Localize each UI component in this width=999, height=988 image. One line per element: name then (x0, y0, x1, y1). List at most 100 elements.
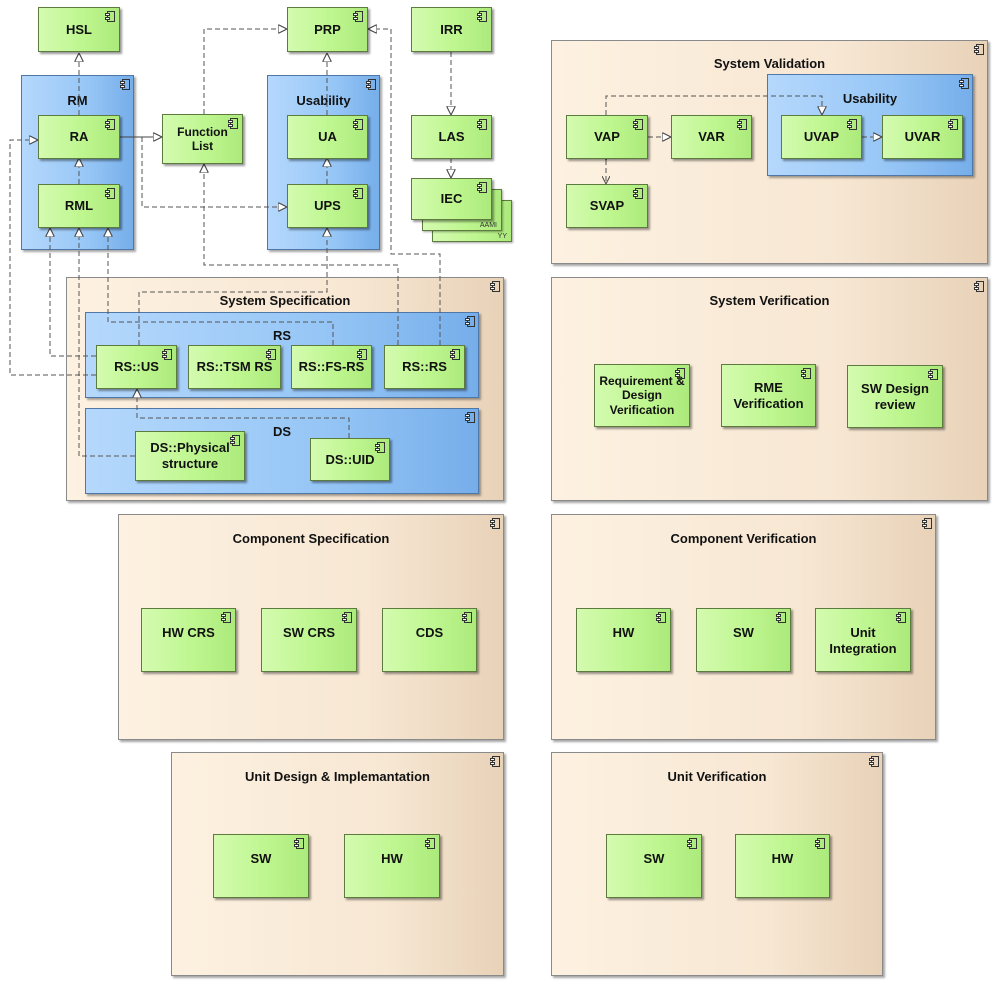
component-label: SVAP (589, 198, 625, 214)
component-label: RML (64, 198, 94, 214)
group-title: Usability (842, 91, 898, 106)
component-ds-physical[interactable]: DS::Physical structure (135, 431, 245, 481)
component-label: HSL (66, 21, 92, 37)
component-icon (633, 188, 643, 199)
component-ud-sw[interactable]: SW (213, 834, 309, 898)
yy-label: YY (497, 233, 507, 240)
component-icon (105, 119, 115, 130)
component-irr[interactable]: IRR (411, 7, 492, 52)
component-unit-integration[interactable]: Unit Integration (815, 608, 911, 672)
component-sw-crs[interactable]: SW CRS (261, 608, 357, 672)
component-label: UPS (314, 198, 341, 214)
group-title: RM (67, 93, 88, 108)
component-icon (375, 442, 385, 453)
package-unit-verification: Unit Verification (551, 752, 883, 976)
component-cv-hw[interactable]: HW (576, 608, 671, 672)
component-uvap[interactable]: UVAP (781, 115, 862, 159)
component-icon (162, 349, 172, 360)
component-icon (353, 11, 363, 22)
component-rme-verification[interactable]: RME Verification (721, 364, 816, 427)
package-title: Unit Verification (667, 769, 767, 784)
component-uv-sw[interactable]: SW (606, 834, 702, 898)
component-label: Unit Integration (829, 625, 897, 656)
component-icon (675, 368, 685, 379)
component-label: Requirement & Design Verification (599, 373, 685, 417)
component-cds[interactable]: CDS (382, 608, 477, 672)
component-label: RA (69, 129, 89, 145)
component-rs-rs[interactable]: RS::RS (384, 345, 465, 389)
component-label: HW (381, 851, 403, 866)
component-label: UA (318, 129, 337, 145)
component-icon (776, 612, 786, 623)
package-title: System Verification (709, 293, 830, 308)
component-icon (228, 118, 238, 129)
component-label: HW CRS (162, 625, 215, 640)
component-icon (801, 368, 811, 379)
package-title: Unit Design & Implemantation (245, 769, 430, 784)
component-icon (687, 838, 697, 849)
component-prp[interactable]: PRP (287, 7, 368, 52)
component-function-list[interactable]: Function List (162, 114, 243, 164)
component-icon (656, 612, 666, 623)
component-icon (425, 838, 435, 849)
component-icon (266, 349, 276, 360)
component-uvar[interactable]: UVAR (882, 115, 963, 159)
component-icon (896, 612, 906, 623)
component-var[interactable]: VAR (671, 115, 752, 159)
component-hsl[interactable]: HSL (38, 7, 120, 52)
component-icon (353, 119, 363, 130)
aami-label: AAMI (479, 222, 497, 229)
component-label: RS::US (114, 359, 159, 375)
component-requirement-design-verification[interactable]: Requirement & Design Verification (594, 364, 690, 427)
component-label: DS::Physical structure (150, 440, 230, 471)
component-icon (633, 119, 643, 130)
component-las[interactable]: LAS (411, 115, 492, 159)
component-label: IRR (440, 21, 463, 37)
component-label: UVAP (803, 129, 840, 145)
component-iec[interactable]: IEC (411, 178, 492, 220)
component-icon (230, 435, 240, 446)
component-icon (294, 838, 304, 849)
component-uv-hw[interactable]: HW (735, 834, 830, 898)
component-sw-design-review[interactable]: SW Design review (847, 365, 943, 428)
component-icon (105, 11, 115, 22)
component-label: PRP (314, 21, 341, 37)
package-title: System Validation (713, 56, 826, 71)
component-ud-hw[interactable]: HW (344, 834, 440, 898)
component-ua[interactable]: UA (287, 115, 368, 159)
component-label: IEC (440, 191, 463, 207)
component-icon (948, 119, 958, 130)
component-rs-fs[interactable]: RS::FS-RS (291, 345, 372, 389)
package-title: Component Verification (670, 531, 817, 546)
component-rs-us[interactable]: RS::US (96, 345, 177, 389)
component-icon (462, 612, 472, 623)
component-hw-crs[interactable]: HW CRS (141, 608, 236, 672)
component-cv-sw[interactable]: SW (696, 608, 791, 672)
component-icon (357, 349, 367, 360)
component-label: HW (771, 851, 794, 866)
component-ds-uid[interactable]: DS::UID (310, 438, 390, 481)
component-icon (815, 838, 825, 849)
package-title: System Specification (219, 293, 351, 308)
component-label: SW Design review (861, 380, 929, 412)
group-title: Usability (296, 93, 351, 108)
component-icon (737, 119, 747, 130)
component-icon (847, 119, 857, 130)
component-icon (477, 119, 487, 130)
component-label: LAS (438, 129, 465, 145)
component-rml[interactable]: RML (38, 184, 120, 228)
component-icon (450, 349, 460, 360)
component-label: VAR (698, 129, 725, 145)
group-title: RS (272, 328, 292, 343)
component-ra[interactable]: RA (38, 115, 120, 159)
component-label: Function List (177, 124, 228, 153)
component-label: RS::RS (402, 359, 447, 375)
component-icon (477, 11, 487, 22)
component-label: SW CRS (283, 625, 335, 640)
component-vap[interactable]: VAP (566, 115, 648, 159)
component-ups[interactable]: UPS (287, 184, 368, 228)
component-rs-tsm[interactable]: RS::TSM RS (188, 345, 281, 389)
component-svap[interactable]: SVAP (566, 184, 648, 228)
component-icon (477, 182, 487, 193)
component-label: RS::TSM RS (196, 359, 273, 375)
